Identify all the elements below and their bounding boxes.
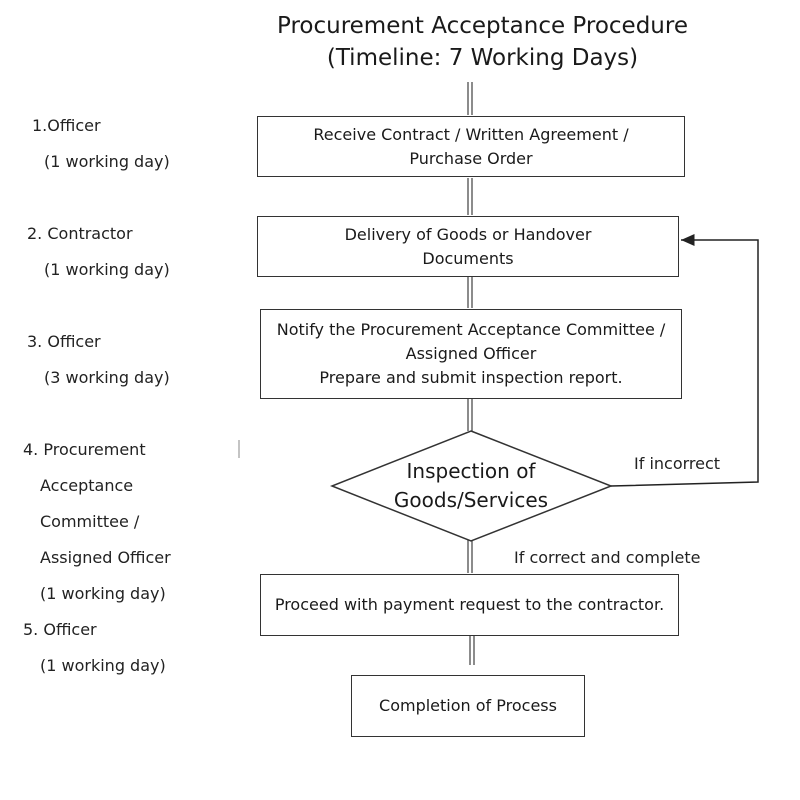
step-1-duration: (1 working day)	[44, 152, 170, 171]
step-1-role: 1.Officer	[32, 116, 101, 135]
payment-line-1: Proceed with payment request to the cont…	[274, 595, 665, 614]
step-4-role-line-4: Assigned Officer	[40, 548, 171, 567]
step-4-role-line-1: 4. Procurement	[23, 440, 146, 459]
notify-line-3: Prepare and submit inspection report.	[319, 368, 623, 387]
payment-request-box: Proceed with payment request to the cont…	[260, 574, 679, 636]
inspection-line-2: Goods/Services	[393, 488, 549, 512]
down-arrow-notify-to-inspection	[467, 399, 473, 431]
down-arrow-title-to-receive	[467, 82, 473, 115]
completion-line-1: Completion of Process	[379, 696, 557, 715]
delivery-box: Delivery of Goods or Handover Documents	[257, 216, 679, 277]
step-5-duration: (1 working day)	[40, 656, 166, 675]
receive-line-2: Purchase Order	[409, 148, 533, 168]
notify-committee-box: Notify the Procurement Acceptance Commit…	[260, 309, 682, 399]
step-5-role: 5. Officer	[23, 620, 97, 639]
down-arrow-payment-to-completion	[469, 636, 475, 665]
down-arrow-receive-to-delivery	[467, 178, 473, 215]
step-3-duration: (3 working day)	[44, 368, 170, 387]
step-2-role: 2. Contractor	[27, 224, 133, 243]
step-4-duration: (1 working day)	[40, 584, 166, 603]
step-2-duration: (1 working day)	[44, 260, 170, 279]
step-4-role-line-3: Committee /	[40, 512, 140, 531]
receive-contract-box: Receive Contract / Written Agreement / P…	[257, 116, 685, 177]
step-3-role: 3. Officer	[27, 332, 101, 351]
down-arrow-delivery-to-notify	[467, 277, 473, 308]
down-arrow-inspection-to-payment	[467, 540, 473, 573]
title-line-2: (Timeline: 7 Working Days)	[326, 45, 639, 71]
inspection-line-1: Inspection of	[406, 459, 536, 483]
delivery-line-1: Delivery of Goods or Handover	[344, 224, 592, 244]
notify-line-1: Notify the Procurement Acceptance Commit…	[276, 320, 666, 339]
inspection-decision-label: Inspection of Goods/Services	[332, 455, 610, 517]
inspection-diamond	[329, 430, 614, 542]
title-line-1: Procurement Acceptance Procedure	[276, 13, 688, 39]
if-incorrect-label: If incorrect	[634, 454, 721, 473]
completion-box: Completion of Process	[351, 675, 585, 737]
diagram-title: Procurement Acceptance Procedure (Timeli…	[260, 10, 705, 74]
delivery-line-2: Documents	[422, 248, 514, 268]
receive-line-1: Receive Contract / Written Agreement /	[313, 124, 629, 144]
incorrect-feedback-arrow	[610, 234, 759, 487]
if-correct-label: If correct and complete	[514, 548, 701, 567]
step-4-role-line-2: Acceptance	[40, 476, 134, 495]
notify-line-2: Assigned Officer	[405, 344, 537, 363]
